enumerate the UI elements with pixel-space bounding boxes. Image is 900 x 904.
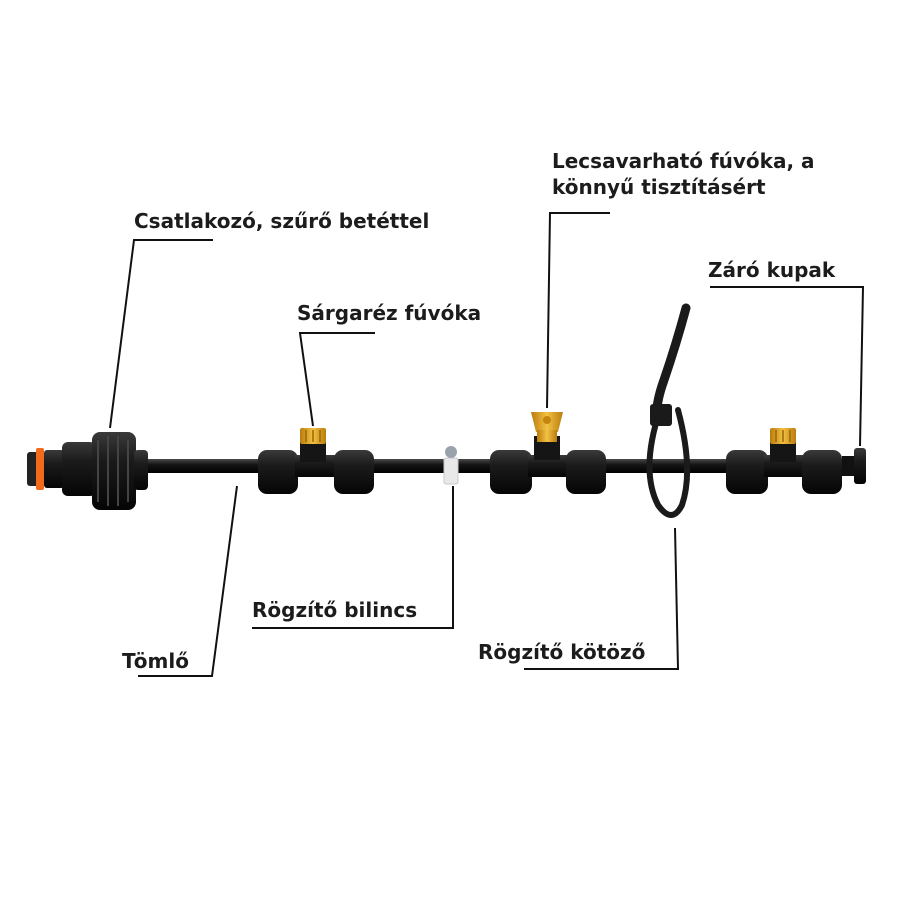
end-cap — [842, 448, 866, 484]
tee-fitting-1 — [258, 428, 374, 494]
label-hose: Tömlő — [122, 649, 189, 673]
label-screw-nozzle-line2: könnyű tisztításért — [552, 175, 766, 199]
label-cable-tie: Rögzítő kötöző — [478, 640, 646, 664]
leader-connector — [109, 239, 213, 429]
label-clamp: Rögzítő bilincs — [252, 598, 418, 622]
label-screw-nozzle-line1: Lecsavarható fúvóka, a — [552, 149, 815, 173]
leader-screw — [546, 212, 610, 409]
label-connector: Csatlakozó, szűrő betéttel — [134, 209, 430, 233]
label-end-cap: Záró kupak — [708, 258, 836, 282]
tee-fitting-2 — [490, 412, 606, 494]
leader-clamp — [252, 486, 454, 629]
cable-tie — [646, 303, 691, 518]
fixing-clamp — [443, 446, 459, 485]
leader-brass — [298, 332, 375, 427]
tee-fitting-3 — [726, 428, 842, 494]
label-brass-nozzle: Sárgaréz fúvóka — [297, 301, 482, 325]
leader-lines — [109, 212, 865, 677]
orange-ring — [36, 448, 44, 490]
connector-with-filter — [27, 432, 148, 510]
leader-cap — [710, 286, 865, 447]
leader-tie — [524, 527, 680, 670]
leader-hose — [138, 485, 238, 677]
label-screw-nozzle: Lecsavarható fúvóka, a könnyű tisztításé… — [552, 148, 815, 200]
screw-off-nozzle — [531, 412, 563, 442]
